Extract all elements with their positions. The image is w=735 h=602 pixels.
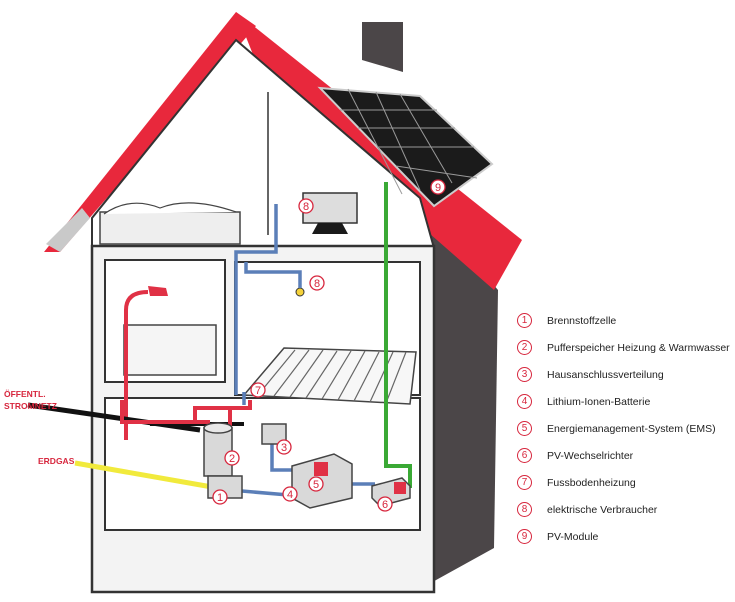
marker-consumer-lamp: 8	[309, 275, 325, 291]
bathtub	[123, 324, 217, 376]
legend-number: 1	[517, 313, 532, 328]
legend-number: 4	[517, 394, 532, 409]
legend-item: 6 PV-Wechselrichter	[517, 442, 732, 469]
legend-label: elektrische Verbraucher	[547, 503, 658, 516]
legend: 1 Brennstoffzelle 2 Pufferspeicher Heizu…	[517, 307, 732, 550]
legend-number: 6	[517, 448, 532, 463]
marker-floor-heating: 7	[250, 382, 266, 398]
legend-item: 9 PV-Module	[517, 523, 732, 550]
svg-text:8: 8	[303, 201, 309, 213]
pv-line	[384, 182, 412, 488]
attic-bed	[99, 211, 241, 245]
chimney	[362, 22, 403, 72]
legend-label: PV-Wechselrichter	[547, 449, 634, 462]
house-side-wall	[418, 195, 498, 590]
svg-text:1: 1	[217, 492, 223, 504]
legend-label: Lithium-Ionen-Batterie	[547, 395, 651, 408]
legend-item: 8 elektrische Verbraucher	[517, 496, 732, 523]
marker-battery: 4	[282, 486, 298, 502]
legend-number: 9	[517, 529, 532, 544]
legend-number: 7	[517, 475, 532, 490]
roof-gable-edge	[44, 12, 256, 252]
lamp	[295, 287, 305, 297]
svg-text:9: 9	[435, 182, 441, 194]
public-grid-label-line1: ÖFFENTL.	[4, 389, 46, 399]
marker-fuel-cell: 1	[212, 489, 228, 505]
marker-pv-modules: 9	[430, 179, 446, 195]
marker-ems: 5	[308, 476, 324, 492]
basement	[104, 397, 421, 531]
svg-text:5: 5	[313, 479, 319, 491]
legend-label: Hausanschlussverteilung	[547, 368, 664, 381]
roof-overhang	[46, 208, 90, 252]
marker-house-connection: 3	[276, 439, 292, 455]
natural-gas-label: ERDGAS	[38, 456, 75, 466]
legend-number: 5	[517, 421, 532, 436]
svg-text:4: 4	[287, 489, 293, 501]
svg-text:2: 2	[229, 453, 235, 465]
svg-text:8: 8	[314, 278, 320, 290]
legend-number: 8	[517, 502, 532, 517]
svg-text:7: 7	[255, 385, 261, 397]
legend-item: 2 Pufferspeicher Heizung & Warmwasser	[517, 334, 732, 361]
legend-item: 1 Brennstoffzelle	[517, 307, 732, 334]
marker-pv-inverter: 6	[377, 496, 393, 512]
legend-item: 7 Fussbodenheizung	[517, 469, 732, 496]
public-grid-label-line2: STROMNETZ	[4, 401, 57, 411]
svg-text:6: 6	[382, 499, 388, 511]
natural-gas-line	[74, 460, 213, 490]
legend-item: 3 Hausanschlussverteilung	[517, 361, 732, 388]
shower-pipe	[124, 290, 149, 440]
roof-slope	[236, 12, 522, 290]
legend-label: Pufferspeicher Heizung & Warmwasser	[547, 341, 730, 354]
legend-number: 3	[517, 367, 532, 382]
legend-number: 2	[517, 340, 532, 355]
svg-text:3: 3	[281, 442, 287, 454]
legend-label: PV-Module	[547, 530, 599, 543]
legend-label: Brennstoffzelle	[547, 314, 617, 327]
legend-label: Fussbodenheizung	[547, 476, 636, 489]
legend-item: 5 Energiemanagement-System (EMS)	[517, 415, 732, 442]
legend-item: 4 Lithium-Ionen-Batterie	[517, 388, 732, 415]
marker-buffer-storage: 2	[224, 450, 240, 466]
shower-head	[148, 286, 168, 296]
house-connection-box	[261, 423, 287, 445]
legend-label: Energiemanagement-System (EMS)	[547, 422, 716, 435]
marker-consumer-tv: 8	[298, 198, 314, 214]
buffer-storage-tank	[203, 422, 233, 477]
